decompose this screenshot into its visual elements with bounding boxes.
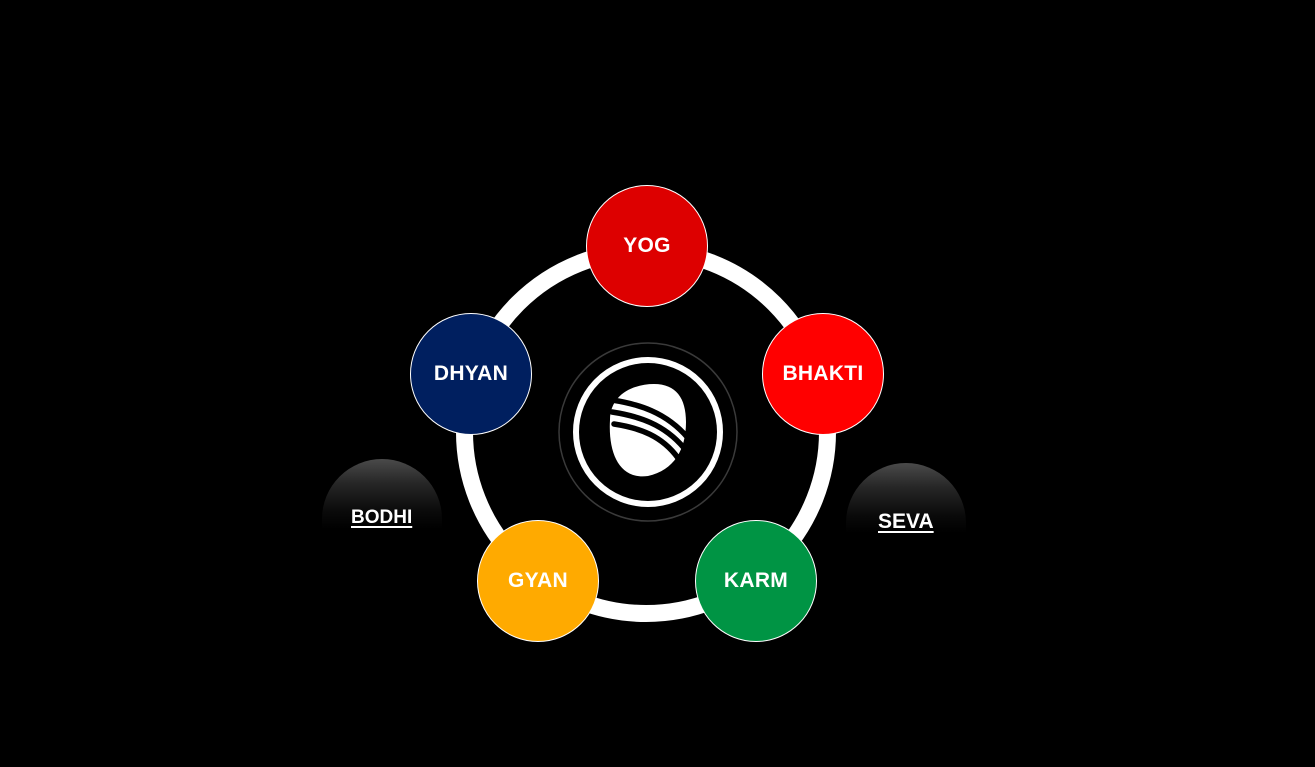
node-gyan-label: GYAN [508,569,568,592]
node-karm-label: KARM [723,569,789,592]
node-yog[interactable]: YOG [586,185,708,307]
node-bhakti-label: BHAKTI [782,362,864,385]
node-gyan[interactable]: GYAN [477,520,599,642]
node-yog-label: YOG [623,234,671,257]
node-dhyan[interactable]: DHYAN [410,313,532,435]
center-logo [558,342,738,522]
node-dhyan-label: DHYAN [433,362,509,385]
seva-link[interactable]: SEVA [878,510,934,533]
bodhi-link[interactable]: BODHI [351,507,413,528]
feather-logo-icon [558,342,738,522]
node-karm[interactable]: KARM [695,520,817,642]
node-bhakti[interactable]: BHAKTI [762,313,884,435]
